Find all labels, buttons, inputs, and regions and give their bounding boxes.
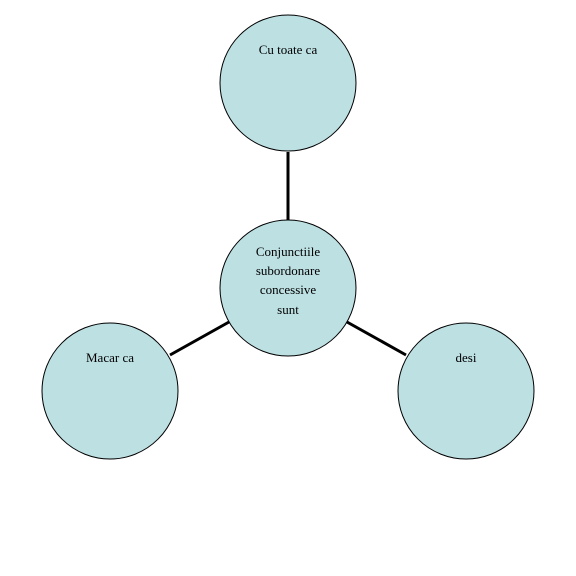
node-center-line-2: subordonare	[256, 263, 320, 278]
node-right-circle	[397, 322, 535, 460]
connector-center-left	[169, 320, 230, 357]
node-right: desi	[397, 322, 535, 460]
connector-center-right	[346, 320, 407, 357]
node-top: Cu toate ca	[219, 14, 357, 152]
node-right-label: desi	[456, 350, 477, 365]
node-top-circle	[219, 14, 357, 152]
node-center-line-1: Conjunctiile	[256, 244, 321, 259]
node-left: Macar ca	[41, 322, 179, 460]
node-left-label: Macar ca	[86, 350, 134, 365]
node-center-line-3: concessive	[260, 282, 317, 297]
node-center-line-4: sunt	[277, 302, 299, 317]
node-center-circle	[219, 219, 357, 357]
node-top-label: Cu toate ca	[259, 42, 318, 57]
node-center: Conjunctiile subordonare concessive sunt	[219, 219, 357, 357]
node-left-circle	[41, 322, 179, 460]
